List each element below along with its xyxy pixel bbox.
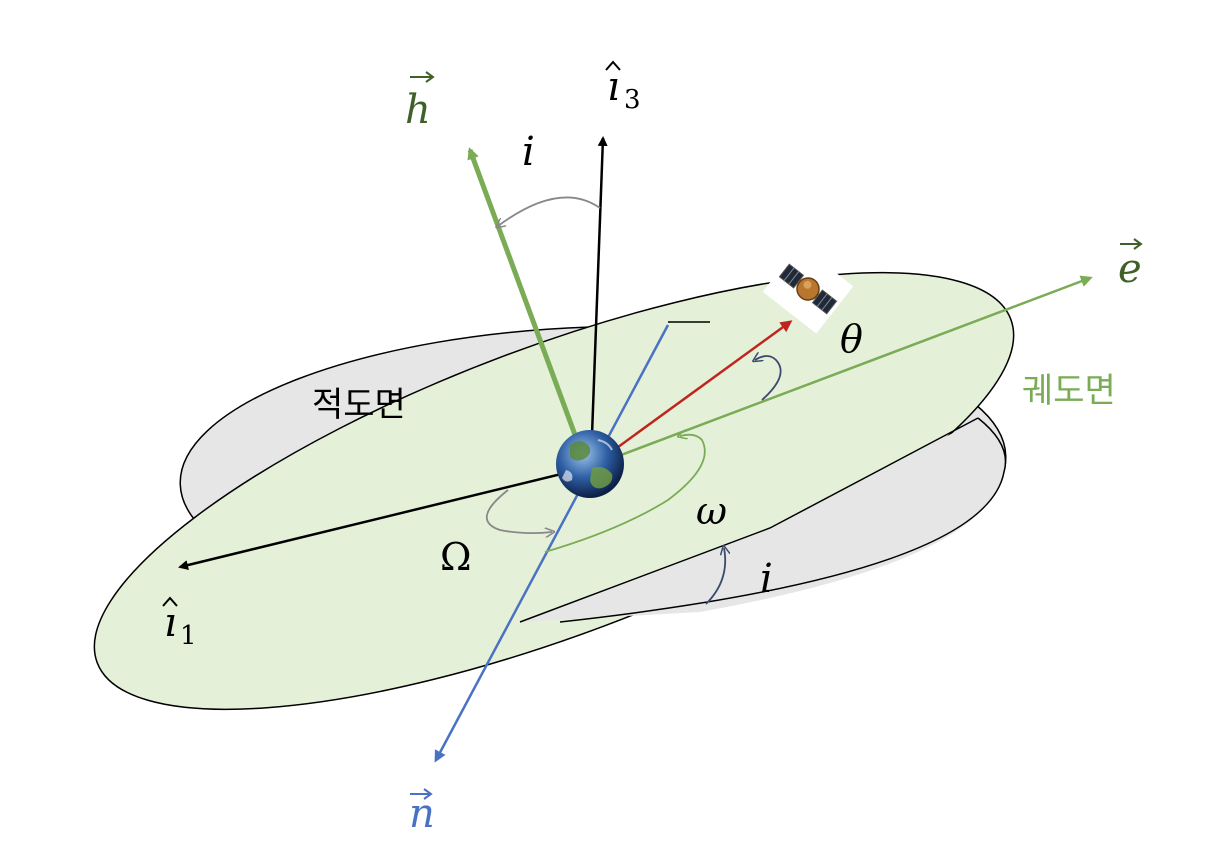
orbital-plane-label: 궤도면 [1022, 371, 1116, 411]
svg-text:n: n [409, 791, 435, 837]
true-anomaly-label: θ [840, 317, 863, 361]
h-vector-arrow [467, 147, 588, 463]
argument-of-periapsis-arc [544, 435, 706, 553]
raan-arc [485, 489, 552, 533]
argument-of-periapsis-label: ω [696, 489, 727, 533]
node-line-arrow [434, 324, 670, 763]
earth-icon [556, 430, 624, 498]
svg-text:ı: ı [607, 64, 620, 110]
i1-axis-arrow [178, 465, 591, 570]
equatorial-plane-label: 적도면 [312, 385, 406, 425]
inclination-label-bottom: i [760, 556, 773, 602]
e-vector-label: e [1118, 238, 1143, 292]
e-vector-arrow [591, 275, 1093, 468]
i3-axis-label: ı 3 [605, 60, 641, 115]
svg-text:ı: ı [164, 600, 177, 646]
inclination-label-top: i [522, 129, 535, 175]
svg-text:h: h [405, 87, 431, 133]
i3-axis-arrow [589, 136, 608, 463]
h-vector-label: h [405, 71, 435, 133]
svg-text:e: e [1118, 246, 1142, 292]
n-vector-label: n [409, 788, 435, 837]
svg-text:3: 3 [624, 85, 641, 115]
equatorial-plane-back-edge [520, 420, 1005, 622]
orbital-plane [93, 271, 1015, 711]
position-vector-arrow [591, 320, 793, 468]
raan-label: Ω [440, 535, 472, 579]
inclination-arc-bottom [705, 548, 725, 605]
equatorial-plane-outline-front [559, 417, 1007, 623]
i1-axis-label: ı 1 [162, 596, 197, 651]
inclination-arc-top [498, 196, 601, 226]
true-anomaly-arc [755, 356, 782, 401]
orbital-plane-edge-segment [519, 417, 979, 623]
svg-text:1: 1 [180, 621, 197, 651]
satellite-icon [762, 244, 854, 334]
